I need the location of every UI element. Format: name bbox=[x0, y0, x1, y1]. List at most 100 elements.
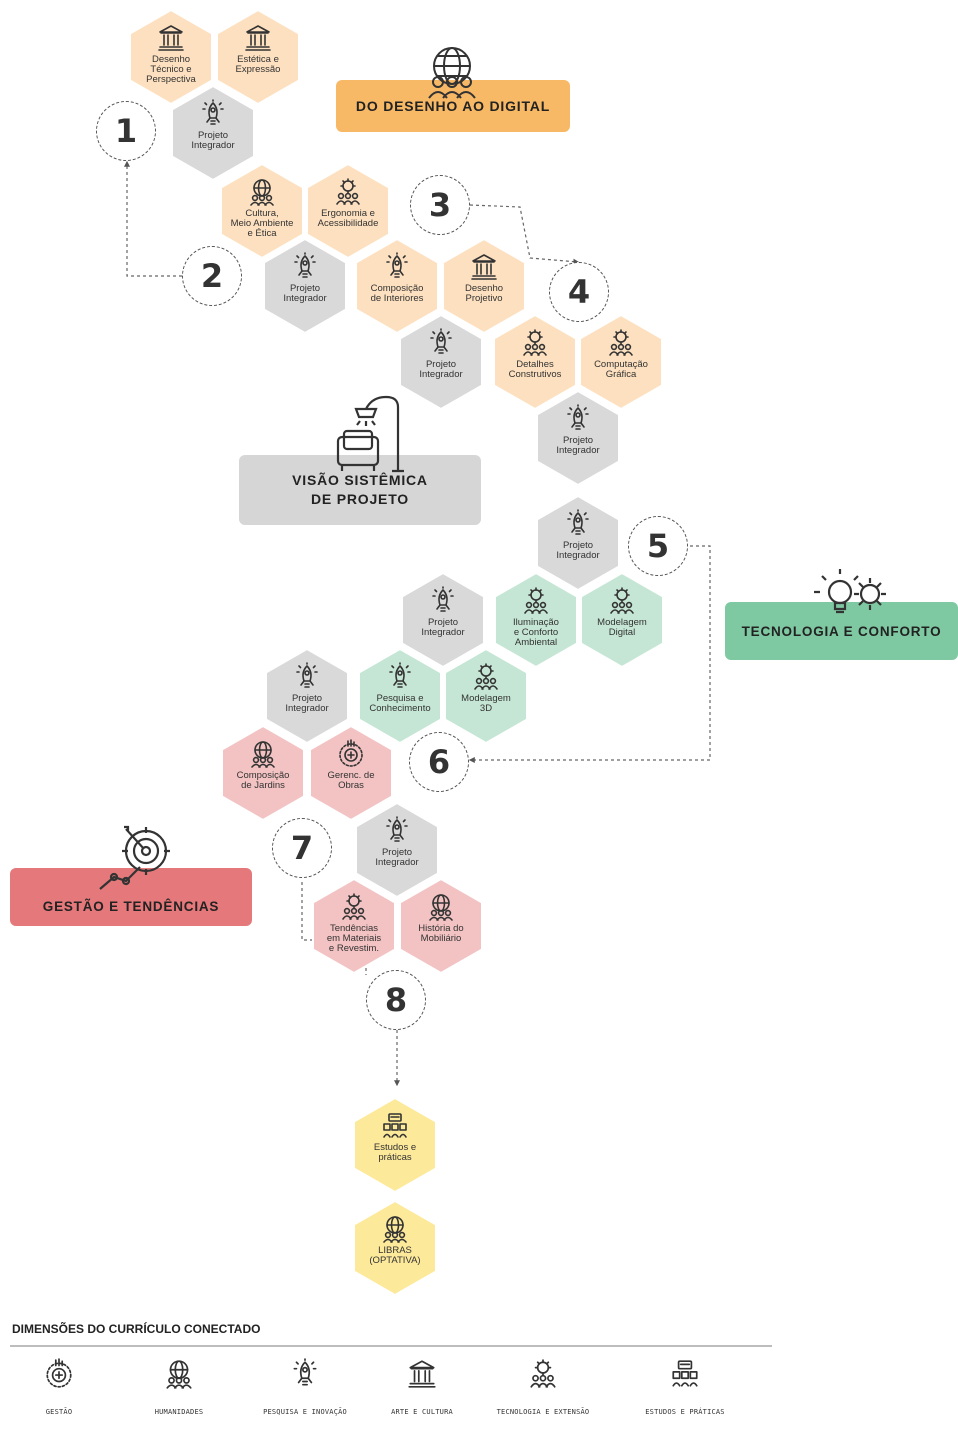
course-label: Desenho Projetivo bbox=[464, 283, 504, 304]
legend-item: ESTUDOS E PRÁTICAS bbox=[620, 1358, 750, 1428]
course-hex: Projeto Integrador bbox=[401, 572, 485, 668]
gear-people-icon bbox=[333, 177, 363, 207]
rocket-bulb-icon bbox=[386, 816, 408, 842]
gear-people-icon bbox=[339, 892, 369, 922]
step-8: 8 bbox=[366, 970, 426, 1030]
rocket-bulb-icon bbox=[386, 252, 408, 278]
rocket-bulb-icon bbox=[563, 509, 593, 539]
course-label: Composição de Interiores bbox=[370, 283, 424, 304]
management-icon bbox=[339, 739, 363, 767]
rocket-bulb-icon bbox=[296, 662, 318, 688]
course-hex: Projeto Integrador bbox=[171, 85, 255, 181]
legend-item: PESQUISA E INOVAÇÃO bbox=[240, 1358, 370, 1428]
rocket-bulb-icon bbox=[293, 1358, 317, 1386]
legend-item: TECNOLOGIA E EXTENSÃO bbox=[478, 1358, 608, 1428]
rocket-bulb-icon bbox=[382, 816, 412, 846]
course-hex: Composição de Jardins bbox=[221, 725, 305, 821]
temple-icon bbox=[408, 1360, 436, 1388]
gear-people-icon bbox=[520, 328, 550, 358]
course-hex: Composição de Interiores bbox=[355, 238, 439, 334]
step-7: 7 bbox=[272, 818, 332, 878]
course-label: Gerenc. de Obras bbox=[327, 770, 375, 791]
rocket-bulb-icon bbox=[290, 252, 320, 282]
management-icon bbox=[336, 739, 366, 769]
temple-icon bbox=[471, 254, 497, 280]
course-label: Desenho Técnico e Perspectiva bbox=[146, 54, 196, 85]
step-4: 4 bbox=[549, 262, 609, 322]
course-hex: Desenho Projetivo bbox=[442, 238, 526, 334]
course-hex: Detalhes Construtivos bbox=[493, 314, 577, 410]
legend-label: HUMANIDADES bbox=[154, 1408, 204, 1416]
legend-label: ESTUDOS E PRÁTICAS bbox=[645, 1408, 725, 1416]
globe-people-icon bbox=[163, 1358, 195, 1390]
management-icon bbox=[46, 1358, 72, 1388]
course-hex: Projeto Integrador bbox=[536, 495, 620, 591]
banner-sistemica: VISÃO SISTÊMICA DE PROJETO bbox=[239, 455, 481, 525]
legend-item: GESTÃO bbox=[0, 1358, 124, 1428]
temple-icon bbox=[158, 25, 184, 51]
legend-label: TECNOLOGIA E EXTENSÃO bbox=[496, 1408, 590, 1416]
course-hex: História do Mobiliário bbox=[399, 878, 483, 974]
course-hex: Iluminação e Conforto Ambiental bbox=[494, 572, 578, 668]
course-label: Estética e Expressão bbox=[235, 54, 281, 75]
gear-people-icon bbox=[606, 328, 636, 358]
course-hex: Estética e Expressão bbox=[216, 9, 300, 105]
course-label: Computação Gráfica bbox=[594, 359, 648, 380]
course-label: Projeto Integrador bbox=[556, 435, 600, 456]
course-hex: LIBRAS (OPTATIVA) bbox=[353, 1200, 437, 1296]
course-label: Iluminação e Conforto Ambiental bbox=[513, 617, 559, 648]
globe-people-icon bbox=[166, 1360, 192, 1389]
rocket-bulb-icon bbox=[428, 586, 458, 616]
step-6: 6 bbox=[409, 732, 469, 792]
rocket-bulb-icon bbox=[292, 662, 322, 692]
banner-digital: DO DESENHO AO DIGITAL bbox=[336, 80, 570, 132]
target-chart-icon bbox=[96, 825, 176, 893]
course-hex: Modelagem Digital bbox=[580, 572, 664, 668]
step-3: 3 bbox=[410, 175, 470, 235]
globe-people-icon bbox=[251, 741, 275, 768]
rocket-bulb-icon bbox=[198, 99, 228, 129]
course-label: Composição de Jardins bbox=[236, 770, 290, 791]
course-hex: Gerenc. de Obras bbox=[309, 725, 393, 821]
temple-icon bbox=[243, 23, 273, 53]
step-1: 1 bbox=[96, 101, 156, 161]
course-label: Projeto Integrador bbox=[191, 130, 235, 151]
course-label: Detalhes Construtivos bbox=[508, 359, 562, 380]
legend-item: HUMANIDADES bbox=[114, 1358, 244, 1428]
gear-people-icon bbox=[607, 586, 637, 616]
course-label: Projeto Integrador bbox=[421, 617, 465, 638]
rocket-bulb-icon bbox=[385, 662, 415, 692]
rocket-bulb-icon bbox=[567, 404, 589, 430]
course-label: Modelagem Digital bbox=[597, 617, 647, 638]
rocket-bulb-icon bbox=[294, 252, 316, 278]
rocket-bulb-icon bbox=[289, 1358, 321, 1390]
course-label: Cultura, Meio Ambiente e Ética bbox=[230, 208, 294, 239]
rocket-bulb-icon bbox=[432, 586, 454, 612]
step-5: 5 bbox=[628, 516, 688, 576]
gear-people-icon bbox=[336, 178, 360, 205]
globe-people-icon bbox=[429, 894, 453, 921]
globe-people-icon bbox=[380, 1214, 410, 1244]
course-hex: Projeto Integrador bbox=[536, 390, 620, 486]
globe-people-icon bbox=[420, 42, 484, 102]
rocket-bulb-icon bbox=[567, 509, 589, 535]
globe-people-icon bbox=[248, 739, 278, 769]
step-2: 2 bbox=[182, 246, 242, 306]
globe-people-icon bbox=[250, 179, 274, 206]
gear-people-icon bbox=[530, 1359, 556, 1388]
gear-people-icon bbox=[523, 329, 547, 356]
course-label: Projeto Integrador bbox=[375, 847, 419, 868]
course-label: Projeto Integrador bbox=[419, 359, 463, 380]
course-label: Estudos e práticas bbox=[373, 1142, 417, 1163]
course-hex: Desenho Técnico e Perspectiva bbox=[129, 9, 213, 105]
temple-icon bbox=[469, 252, 499, 282]
legend-label: PESQUISA E INOVAÇÃO bbox=[263, 1408, 347, 1416]
armchair-lamp-icon bbox=[330, 393, 410, 473]
course-label: História do Mobiliário bbox=[418, 923, 464, 944]
course-hex: Pesquisa e Conhecimento bbox=[358, 648, 442, 744]
studies-icon bbox=[669, 1358, 701, 1390]
gear-people-icon bbox=[610, 587, 634, 614]
rocket-bulb-icon bbox=[389, 662, 411, 688]
legend-divider bbox=[10, 1345, 772, 1347]
